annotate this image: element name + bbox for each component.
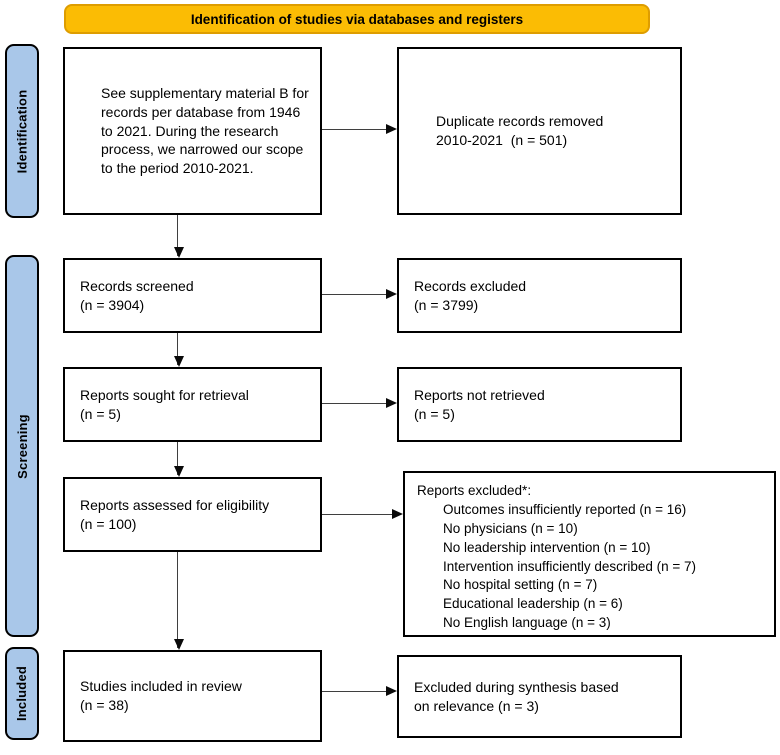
excluded-reason: No leadership intervention (n = 10) bbox=[443, 539, 651, 555]
banner-identification-of-studies: Identification of studies via databases … bbox=[64, 4, 650, 34]
arrow-assessed-to-reasons bbox=[322, 509, 403, 519]
arrow-note-to-screened bbox=[173, 215, 184, 258]
arrow-sought-to-not-retrieved bbox=[322, 398, 397, 408]
stage-label-identification: Identification bbox=[5, 44, 39, 218]
arrow-screened-to-excluded bbox=[322, 289, 397, 299]
excluded-reason: No English language (n = 3) bbox=[443, 615, 611, 631]
excluded-reason: Outcomes insufficiently reported (n = 16… bbox=[443, 501, 687, 517]
excluded-reason: No physicians (n = 10) bbox=[443, 520, 578, 536]
reports-excluded-title: Reports excluded*: bbox=[417, 483, 532, 498]
box-studies-included-text: Studies included in review (n = 38) bbox=[80, 678, 242, 713]
box-reports-sought-text: Reports sought for retrieval (n = 5) bbox=[80, 386, 249, 422]
box-duplicates-removed-text: Duplicate records removed 2010-2021 (n =… bbox=[436, 113, 604, 148]
box-reports-assessed: Reports assessed for eligibility (n = 10… bbox=[63, 477, 322, 552]
box-reports-sought: Reports sought for retrieval (n = 5) bbox=[63, 367, 322, 442]
box-supplementary-note-text: See supplementary material B for records… bbox=[101, 85, 313, 177]
box-supplementary-note: See supplementary material B for records… bbox=[63, 47, 322, 215]
arrow-note-to-duplicates bbox=[322, 124, 397, 134]
banner-label: Identification of studies via databases … bbox=[190, 11, 524, 27]
box-records-excluded: Records excluded (n = 3799) bbox=[397, 258, 682, 333]
box-reports-not-retrieved-text: Reports not retrieved (n = 5) bbox=[414, 386, 545, 422]
arrow-assessed-to-included bbox=[173, 552, 184, 650]
box-studies-included: Studies included in review (n = 38) bbox=[63, 650, 322, 742]
box-excluded-synthesis-text: Excluded during synthesis based on relev… bbox=[414, 678, 619, 714]
arrow-screened-to-sought bbox=[173, 333, 184, 367]
box-reports-not-retrieved: Reports not retrieved (n = 5) bbox=[397, 367, 682, 442]
stage-label-identification-text: Identification bbox=[14, 89, 30, 173]
arrow-sought-to-assessed bbox=[173, 442, 184, 477]
box-records-screened-text: Records screened (n = 3904) bbox=[80, 277, 194, 313]
excluded-reason: No hospital setting (n = 7) bbox=[443, 577, 598, 593]
box-records-excluded-text: Records excluded (n = 3799) bbox=[414, 277, 527, 313]
stage-label-included-text: Included bbox=[14, 665, 30, 722]
box-records-screened: Records screened (n = 3904) bbox=[63, 258, 322, 333]
box-reports-assessed-text: Reports assessed for eligibility (n = 10… bbox=[80, 496, 270, 532]
excluded-reason: Intervention insufficiently described (n… bbox=[443, 558, 697, 574]
stage-label-included: Included bbox=[5, 647, 39, 740]
box-duplicates-removed: Duplicate records removed 2010-2021 (n =… bbox=[397, 47, 682, 215]
box-excluded-synthesis: Excluded during synthesis based on relev… bbox=[397, 655, 682, 738]
excluded-reason: Educational leadership (n = 6) bbox=[443, 596, 623, 612]
stage-label-screening: Screening bbox=[5, 255, 39, 637]
arrow-included-to-synthesis-excluded bbox=[322, 686, 397, 696]
box-reports-excluded-reasons: Reports excluded*: Outcomes insufficient… bbox=[403, 471, 776, 637]
stage-label-screening-text: Screening bbox=[14, 413, 30, 479]
